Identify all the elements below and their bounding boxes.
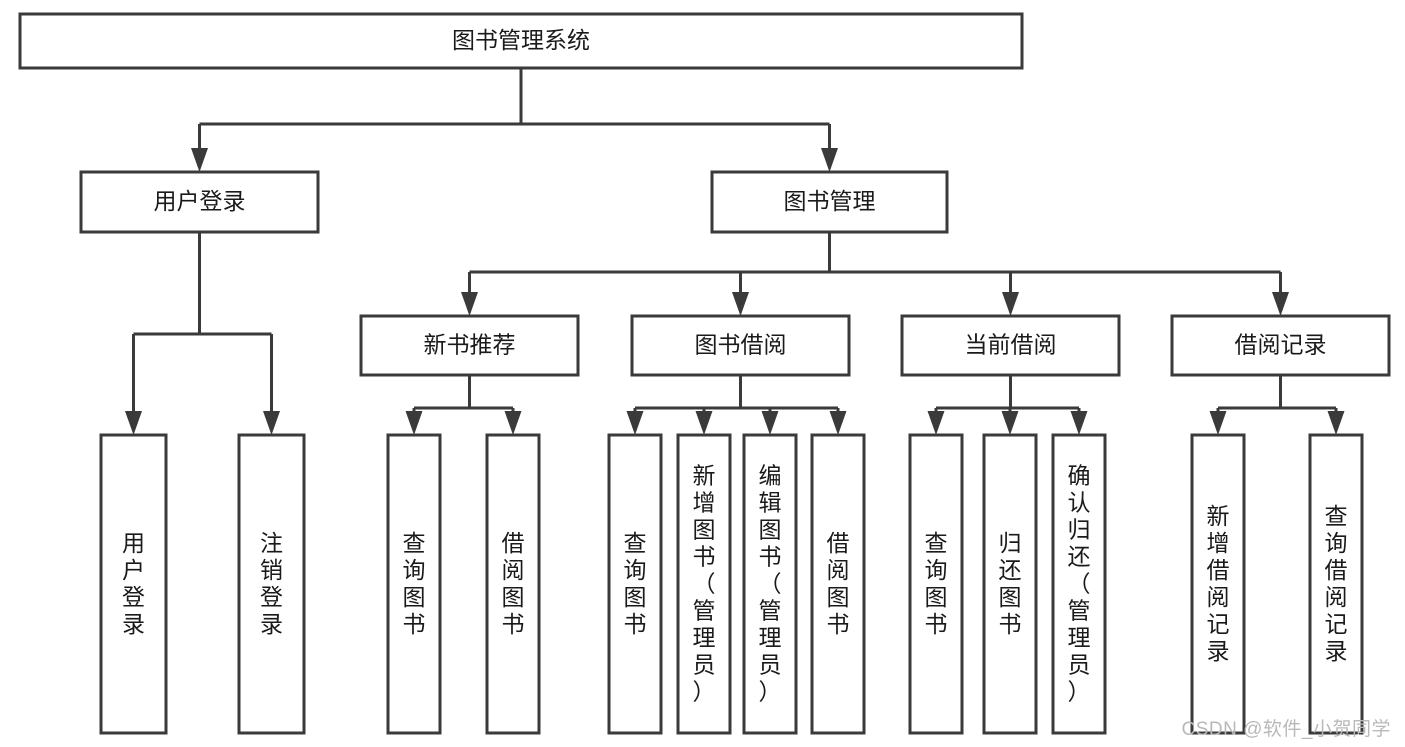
arrow-head-icon xyxy=(405,411,423,435)
node-box[interactable] xyxy=(900,314,1121,377)
node-leaf-borrow-book-bor[interactable]: 借阅图书 xyxy=(810,433,866,735)
arrow-head-icon xyxy=(626,411,644,435)
arrow-head-icon xyxy=(695,411,713,435)
node-label: 确认归还（管理员） xyxy=(1068,463,1091,705)
node-box[interactable] xyxy=(99,433,168,735)
node-box[interactable] xyxy=(630,314,851,377)
node-box[interactable] xyxy=(1190,433,1246,735)
node-label: 新书推荐 xyxy=(424,332,516,358)
node-label: 新增图书（管理员） xyxy=(693,463,716,705)
node-leaf-query-record[interactable]: 查询借阅记录 xyxy=(1308,433,1364,735)
node-box[interactable] xyxy=(1170,314,1391,377)
arrow-head-icon xyxy=(1209,411,1227,435)
node-label: 新增借阅记录 xyxy=(1207,503,1230,664)
node-label: 用户登录 xyxy=(154,188,246,214)
arrow-head-icon xyxy=(504,411,522,435)
arrow-head-icon xyxy=(1272,292,1289,316)
node-label: 查询借阅记录 xyxy=(1325,503,1348,664)
node-leaf-logout[interactable]: 注销登录 xyxy=(237,433,306,735)
node-label: 注销登录 xyxy=(260,530,283,637)
arrow-head-icon xyxy=(927,411,945,435)
node-root[interactable]: 图书管理系统 xyxy=(18,12,1024,70)
node-box[interactable] xyxy=(1051,433,1107,735)
node-current-borrow[interactable]: 当前借阅 xyxy=(900,314,1121,377)
node-box[interactable] xyxy=(676,433,732,735)
node-label: 图书管理系统 xyxy=(452,27,590,53)
node-book-borrow[interactable]: 图书借阅 xyxy=(630,314,851,377)
arrow-head-icon xyxy=(191,148,208,172)
connector-group-current-borrow xyxy=(927,375,1088,435)
node-borrow-record[interactable]: 借阅记录 xyxy=(1170,314,1391,377)
node-leaf-borrow-book-rec[interactable]: 借阅图书 xyxy=(485,433,541,735)
node-box[interactable] xyxy=(485,433,541,735)
node-label: 借阅记录 xyxy=(1235,332,1327,358)
node-new-book-rec[interactable]: 新书推荐 xyxy=(359,314,580,377)
connector-group-book-manage xyxy=(461,232,1289,316)
node-leaf-add-book[interactable]: 新增图书（管理员） xyxy=(676,433,732,735)
node-leaf-query-book-cur[interactable]: 查询图书 xyxy=(908,433,964,735)
node-label: 归还图书 xyxy=(999,530,1022,637)
arrow-head-icon xyxy=(1327,411,1345,435)
node-leaf-query-book-bor[interactable]: 查询图书 xyxy=(607,433,663,735)
node-box[interactable] xyxy=(742,433,798,735)
arrow-head-icon xyxy=(125,411,142,435)
node-box[interactable] xyxy=(237,433,306,735)
node-layer: 图书管理系统用户登录图书管理新书推荐图书借阅当前借阅借阅记录用户登录注销登录查询… xyxy=(18,12,1391,735)
arrow-head-icon xyxy=(1070,411,1088,435)
arrow-head-icon xyxy=(461,292,478,316)
node-label: 图书管理 xyxy=(784,188,876,214)
node-box[interactable] xyxy=(18,12,1024,70)
node-leaf-add-record[interactable]: 新增借阅记录 xyxy=(1190,433,1246,735)
connector-group-book-borrow xyxy=(626,375,847,435)
node-label: 查询图书 xyxy=(624,530,647,637)
node-label: 借阅图书 xyxy=(827,530,850,637)
arrow-head-icon xyxy=(263,411,280,435)
arrow-head-icon xyxy=(821,148,838,172)
node-box[interactable] xyxy=(1308,433,1364,735)
node-box[interactable] xyxy=(810,433,866,735)
node-label: 当前借阅 xyxy=(965,332,1057,358)
node-box[interactable] xyxy=(908,433,964,735)
connector-group-new-book-rec xyxy=(405,375,522,435)
node-box[interactable] xyxy=(79,170,320,234)
connector-layer xyxy=(125,68,1345,435)
node-book-manage[interactable]: 图书管理 xyxy=(710,170,949,234)
node-box[interactable] xyxy=(710,170,949,234)
arrow-head-icon xyxy=(761,411,779,435)
node-label: 用户登录 xyxy=(122,530,145,637)
node-box[interactable] xyxy=(386,433,442,735)
node-label: 图书借阅 xyxy=(695,332,787,358)
connector-group-user-login xyxy=(125,232,280,435)
node-label: 查询图书 xyxy=(403,530,426,637)
node-user-login[interactable]: 用户登录 xyxy=(79,170,320,234)
connector-group-borrow-record xyxy=(1209,375,1345,435)
node-label: 编辑图书（管理员） xyxy=(759,463,782,705)
node-leaf-confirm-return[interactable]: 确认归还（管理员） xyxy=(1051,433,1107,735)
node-box[interactable] xyxy=(607,433,663,735)
node-leaf-query-book-rec[interactable]: 查询图书 xyxy=(386,433,442,735)
arrow-head-icon xyxy=(1001,411,1019,435)
node-leaf-user-login[interactable]: 用户登录 xyxy=(99,433,168,735)
arrow-head-icon xyxy=(829,411,847,435)
arrow-head-icon xyxy=(1002,292,1019,316)
node-leaf-return-book[interactable]: 归还图书 xyxy=(982,433,1038,735)
arrow-head-icon xyxy=(732,292,749,316)
node-box[interactable] xyxy=(982,433,1038,735)
connector-group-root xyxy=(191,68,838,172)
node-label: 借阅图书 xyxy=(502,530,525,637)
node-box[interactable] xyxy=(359,314,580,377)
node-label: 查询图书 xyxy=(925,530,948,637)
node-leaf-edit-book[interactable]: 编辑图书（管理员） xyxy=(742,433,798,735)
